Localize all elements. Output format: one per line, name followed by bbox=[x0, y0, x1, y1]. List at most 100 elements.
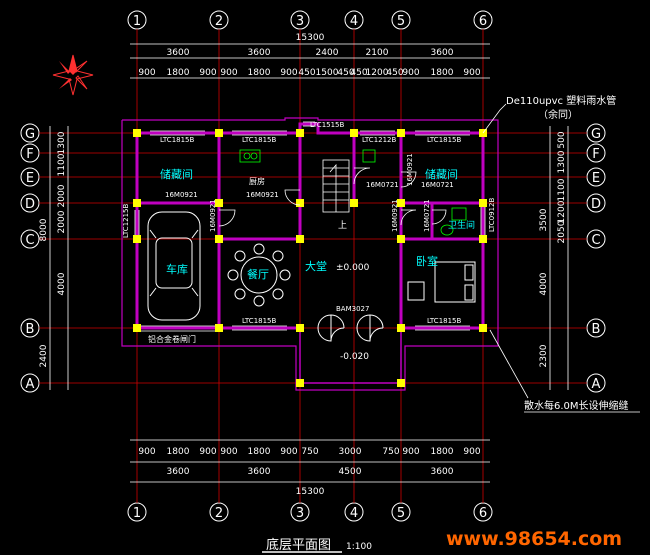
axis-label: C bbox=[25, 233, 34, 248]
garage-door-label: 铝合金卷闸门 bbox=[148, 334, 196, 344]
door-label: 16M0921 bbox=[246, 191, 279, 199]
axis-balloon-bottom-1: 1 bbox=[127, 502, 147, 522]
axis-balloon-right-A: A bbox=[586, 373, 606, 393]
dim-minor: 450 bbox=[350, 68, 367, 78]
note-leaders bbox=[482, 103, 529, 399]
dim-minor: 1800 bbox=[431, 447, 454, 457]
dim-minor: 3000 bbox=[339, 447, 362, 457]
dim-minor: 1800 bbox=[167, 68, 190, 78]
door-swing bbox=[284, 189, 301, 206]
dim-minor: 900 bbox=[402, 68, 419, 78]
axis-balloon-left-D: D bbox=[20, 193, 40, 213]
bed bbox=[407, 261, 476, 303]
dim-total: 15300 bbox=[296, 487, 325, 497]
car bbox=[147, 211, 201, 321]
title-scale: 1:100 bbox=[346, 542, 372, 552]
column bbox=[397, 199, 405, 207]
axis-label: 2 bbox=[215, 506, 223, 521]
door-label: 16M0921 bbox=[209, 199, 217, 232]
axis-balloon-top-3: 3 bbox=[290, 10, 310, 30]
axis-label: D bbox=[591, 197, 601, 212]
dim-minor: 1100 bbox=[57, 153, 67, 176]
axis-balloon-top-6: 6 bbox=[473, 10, 493, 30]
porch bbox=[299, 328, 402, 384]
axis-label: 6 bbox=[479, 506, 487, 521]
column bbox=[215, 199, 223, 207]
hall-level: ±0.000 bbox=[336, 263, 370, 273]
column bbox=[133, 324, 141, 332]
axis-balloon-top-2: 2 bbox=[209, 10, 229, 30]
column bbox=[397, 324, 405, 332]
column bbox=[133, 235, 141, 243]
dining-table bbox=[227, 243, 291, 307]
door-label: 16M0721 bbox=[366, 181, 399, 189]
dim-minor: 900 bbox=[402, 447, 419, 457]
window-label: LTC0912B bbox=[488, 197, 496, 232]
axis-balloon-left-F: F bbox=[20, 143, 40, 163]
dim-minor: 450 bbox=[298, 68, 315, 78]
dim-major: 4500 bbox=[339, 467, 362, 477]
axis-balloon-right-F: F bbox=[586, 143, 606, 163]
axis-label: 3 bbox=[296, 14, 304, 29]
notes: De110upvc 塑料雨水管 （余同） 散水每6.0M长设伸缩缝 bbox=[506, 94, 629, 412]
column bbox=[296, 324, 304, 332]
axis-balloon-top-4: 4 bbox=[344, 10, 364, 30]
column bbox=[397, 235, 405, 243]
axis-label: F bbox=[26, 147, 33, 162]
left-axis-balloons: G F E D C B A bbox=[20, 123, 40, 393]
dim-minor: 1200 bbox=[557, 200, 567, 223]
column bbox=[296, 129, 304, 137]
axis-label: E bbox=[592, 171, 600, 186]
axis-label: B bbox=[26, 322, 35, 337]
columns bbox=[133, 129, 487, 387]
axis-balloon-top-1: 1 bbox=[127, 10, 147, 30]
bottom-dimensions: 900 1800 900 900 1800 900 750 3000 750 9… bbox=[138, 447, 480, 497]
axis-label: B bbox=[592, 322, 601, 337]
door-swing bbox=[353, 167, 371, 185]
dim-minor: 900 bbox=[280, 447, 297, 457]
axis-balloon-left-C: C bbox=[20, 229, 40, 249]
dim-minor: 1800 bbox=[248, 447, 271, 457]
axis-balloon-bottom-2: 2 bbox=[209, 502, 229, 522]
axis-balloon-right-B: B bbox=[586, 318, 606, 338]
column bbox=[296, 235, 304, 243]
axis-label: 1 bbox=[133, 506, 141, 521]
dim-minor: 1100 bbox=[557, 178, 567, 201]
dim-minor: 1300 bbox=[557, 150, 567, 173]
window-labels: LTC1815B LTC1815B LTC1515B LTC1212B LTC1… bbox=[122, 121, 496, 344]
dim-major: 3600 bbox=[431, 467, 454, 477]
axis-balloon-right-D: D bbox=[586, 193, 606, 213]
axis-label: 1 bbox=[133, 14, 141, 29]
column bbox=[296, 199, 304, 207]
dim-major: 2100 bbox=[366, 48, 389, 58]
title-main: 底层平面图 bbox=[266, 537, 331, 553]
dim-major: 2400 bbox=[39, 344, 49, 367]
right-dimensions: 3500 4000 2300 500 1300 1100 1200 2050 bbox=[539, 131, 567, 367]
dim-minor: 750 bbox=[301, 447, 318, 457]
door-swing bbox=[431, 209, 447, 225]
window-label: LTC1215B bbox=[122, 203, 130, 238]
axis-balloon-bottom-6: 6 bbox=[473, 502, 493, 522]
stair-up-label: 上 bbox=[338, 220, 347, 231]
axis-label: 3 bbox=[296, 506, 304, 521]
rain-pipe-note-sub: （余同） bbox=[538, 108, 578, 121]
axis-label: A bbox=[26, 377, 35, 392]
expansion-joint-note: 散水每6.0M长设伸缩缝 bbox=[524, 399, 629, 412]
axis-balloon-right-G: G bbox=[586, 123, 606, 143]
axis-label: F bbox=[592, 147, 599, 162]
column bbox=[296, 379, 304, 387]
window-label: LTC1815B bbox=[242, 317, 277, 325]
dim-minor: 2050 bbox=[557, 220, 567, 243]
dim-minor: 900 bbox=[199, 68, 216, 78]
axis-label: 5 bbox=[397, 14, 405, 29]
column bbox=[479, 199, 487, 207]
dim-major: 4000 bbox=[539, 272, 549, 295]
column bbox=[350, 129, 358, 137]
room-label-storage-right: 储藏间 bbox=[425, 167, 458, 181]
dim-major: 2300 bbox=[539, 344, 549, 367]
column bbox=[133, 199, 141, 207]
left-dimensions: 8000 2400 1300 1100 2000 2000 4000 bbox=[39, 131, 67, 367]
main-door-label: BAM3027 bbox=[336, 305, 369, 313]
dim-minor: 1500 bbox=[316, 68, 339, 78]
